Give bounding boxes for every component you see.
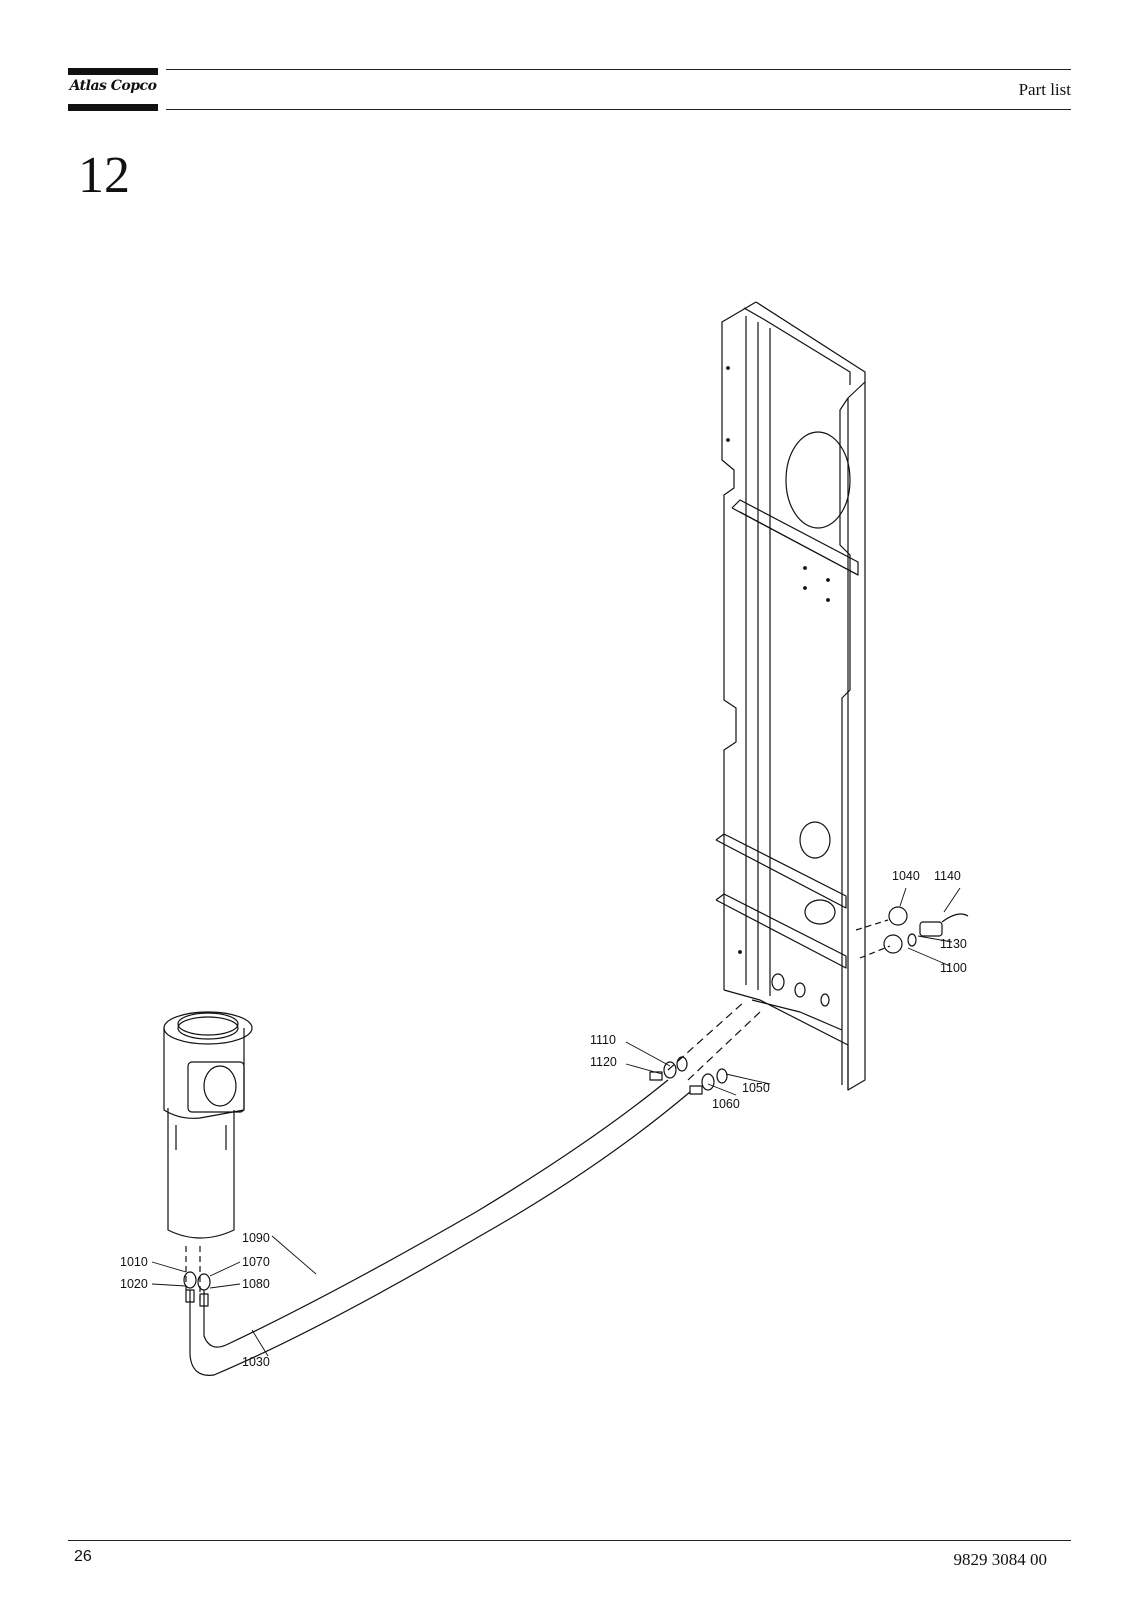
logo-bar-bottom bbox=[68, 104, 158, 111]
section-number: 12 bbox=[78, 147, 130, 204]
callout-1080: 1080 bbox=[242, 1277, 270, 1291]
callout-1010: 1010 bbox=[120, 1255, 148, 1269]
logo-text: Atlas Copco bbox=[69, 78, 157, 94]
filter-housing bbox=[163, 1011, 253, 1300]
callout-1040: 1040 bbox=[892, 869, 920, 883]
page-number: 26 bbox=[74, 1548, 92, 1565]
callout-1100: 1100 bbox=[940, 961, 967, 975]
callout-1090: 1090 bbox=[242, 1231, 270, 1245]
frame-panel bbox=[715, 301, 866, 1091]
callout-1130: 1130 bbox=[940, 937, 967, 951]
header-title: Part list bbox=[1018, 80, 1071, 99]
callout-1110: 1110 bbox=[590, 1033, 616, 1047]
hose-assembly bbox=[189, 919, 891, 1376]
header-rule-top bbox=[166, 69, 1071, 70]
footer-rule bbox=[68, 1540, 1071, 1541]
header-rule-bottom bbox=[166, 109, 1071, 110]
callout-1070: 1070 bbox=[242, 1255, 270, 1269]
callout-1030: 1030 bbox=[242, 1355, 270, 1369]
logo-bar-top bbox=[68, 68, 158, 75]
callout-1050: 1050 bbox=[742, 1081, 770, 1095]
fittings bbox=[183, 906, 969, 1307]
callout-1140: 1140 bbox=[934, 869, 961, 883]
callout-1020: 1020 bbox=[120, 1277, 148, 1291]
callout-1120: 1120 bbox=[590, 1055, 617, 1069]
document-number: 9829 3084 00 bbox=[953, 1550, 1048, 1569]
callout-1060: 1060 bbox=[712, 1097, 740, 1111]
leader-lines bbox=[151, 887, 961, 1357]
atlas-copco-logo: Atlas Copco bbox=[68, 68, 158, 112]
